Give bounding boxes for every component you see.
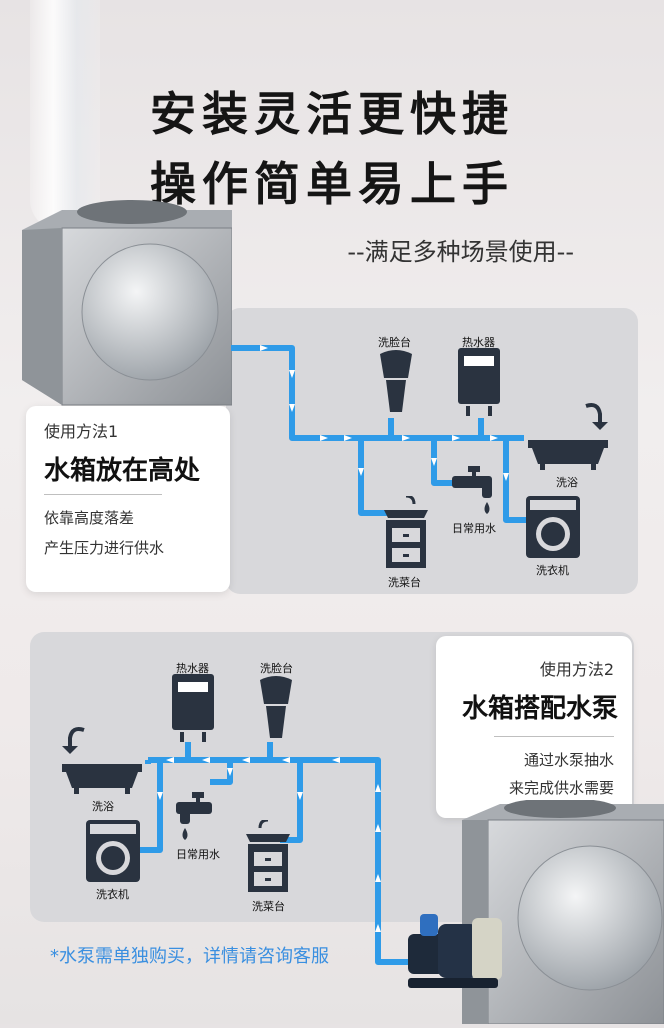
method1-desc-2: 产生压力进行供水: [44, 539, 165, 557]
method2-label: 使用方法2: [539, 660, 614, 679]
label2-washing-machine: 洗衣机: [96, 888, 129, 901]
bathtub-icon: [528, 402, 608, 476]
label2-water-heater: 热水器: [176, 662, 209, 675]
sink-cabinet-icon: [384, 494, 428, 574]
method1-pipe-diagram: [231, 345, 526, 523]
headline-line-1: 安装灵活更快捷: [150, 87, 514, 141]
water-pump-image: [408, 904, 504, 992]
faucet-icon: [452, 466, 496, 520]
method1-label: 使用方法1: [44, 422, 119, 441]
washbasin-icon: [378, 348, 414, 418]
label-sink: 洗菜台: [388, 576, 421, 589]
label-washbasin: 洗脸台: [378, 336, 411, 349]
label-bath: 洗浴: [556, 476, 578, 489]
water-stream-image: [30, 0, 100, 230]
washing-machine-icon-2: [86, 820, 140, 886]
method2-divider: [494, 736, 614, 737]
faucet-icon-2: [176, 792, 220, 846]
method1-card: 使用方法1 水箱放在高处 依靠高度落差 产生压力进行供水: [26, 406, 230, 592]
method2-card: 使用方法2 水箱搭配水泵 通过水泵抽水 来完成供水需要: [436, 636, 632, 818]
method1-title: 水箱放在高处: [44, 456, 201, 486]
label2-sink: 洗菜台: [252, 900, 285, 913]
sink-cabinet-icon-2: [246, 818, 290, 898]
pump-purchase-note: *水泵需单独购买，详情请咨询客服: [50, 946, 329, 967]
headline-line-2: 操作简单易上手: [150, 157, 514, 211]
method1-desc-1: 依靠高度落差: [44, 509, 135, 527]
water-heater-icon: [458, 348, 500, 420]
washbasin-icon-2: [258, 674, 294, 744]
label2-daily-water: 日常用水: [176, 848, 220, 861]
label-washing-machine: 洗衣机: [536, 564, 569, 577]
method1-divider: [44, 494, 162, 495]
method2-title: 水箱搭配水泵: [461, 694, 618, 724]
label-water-heater: 热水器: [462, 336, 495, 349]
water-tank-image-1: [22, 200, 233, 410]
method2-desc-1: 通过水泵抽水: [523, 751, 614, 769]
label2-bath: 洗浴: [92, 800, 114, 813]
washing-machine-icon: [526, 496, 580, 562]
bathtub-icon-2: [62, 726, 142, 800]
water-heater-icon-2: [172, 674, 214, 746]
headline-subtitle: --满足多种场景使用--: [347, 238, 574, 266]
label-daily-water: 日常用水: [452, 522, 496, 535]
method2-desc-2: 来完成供水需要: [508, 779, 614, 797]
label2-washbasin: 洗脸台: [260, 662, 293, 675]
